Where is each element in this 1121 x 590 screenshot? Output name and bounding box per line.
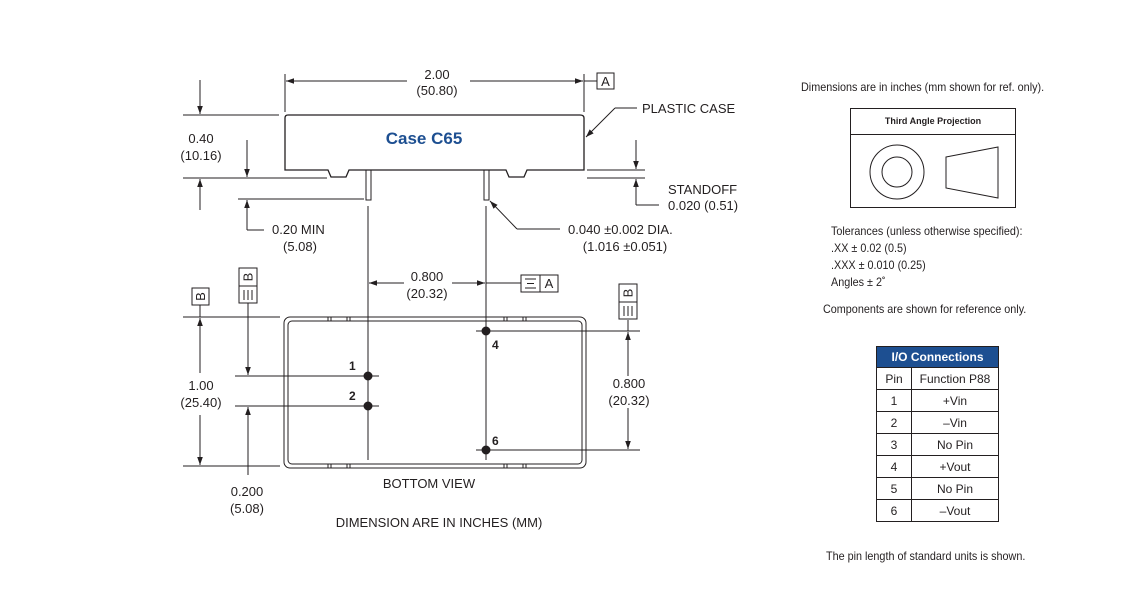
pin-function: No Pin xyxy=(911,433,999,456)
pin-spacing-y-mm: (20.32) xyxy=(608,393,649,408)
standoff-value: 0.020 (0.51) xyxy=(668,198,738,213)
datum-a-box xyxy=(596,72,615,90)
case-outer xyxy=(283,316,587,469)
datum-b-frame-left-label: B xyxy=(241,273,256,282)
table-row: 4+Vout xyxy=(876,455,999,478)
tolerance-angles: Angles ± 2˚ xyxy=(831,275,886,289)
pin-min-mm: (5.08) xyxy=(283,239,317,254)
case-inner xyxy=(287,320,583,465)
pin-dia-mm: (1.016 ±0.051) xyxy=(583,239,667,254)
datum-b-frame-right-label: B xyxy=(621,289,636,298)
pin-function: –Vin xyxy=(911,411,999,434)
pin-1-label: 1 xyxy=(349,359,356,373)
pin-number: 6 xyxy=(876,499,912,522)
pin-function: –Vout xyxy=(911,499,999,522)
pin-function: No Pin xyxy=(911,477,999,500)
io-header-pin: Pin xyxy=(876,367,912,390)
table-row: 6–Vout xyxy=(876,499,999,522)
pin-function: +Vin xyxy=(911,389,999,412)
datum-b-box xyxy=(191,287,210,306)
tolerances-note: Tolerances (unless otherwise specified):… xyxy=(831,223,1022,291)
tolerances-title: Tolerances (unless otherwise specified): xyxy=(831,224,1023,238)
tolerance-xxx: .XXX ± 0.010 (0.25) xyxy=(831,258,926,272)
pin-2-label: 2 xyxy=(349,389,356,403)
case-outline xyxy=(284,114,585,178)
parallel-tolerance-frame-b-right xyxy=(618,283,638,320)
pin-offset-mm: (5.08) xyxy=(230,501,264,516)
position-tolerance-frame-a xyxy=(520,274,559,293)
pin-number: 4 xyxy=(876,455,912,478)
projection-title: Third Angle Projection xyxy=(851,109,1015,135)
datum-a-frame-label: A xyxy=(545,276,554,291)
height-mm: (10.16) xyxy=(180,148,221,163)
units-caption: DIMENSION ARE IN INCHES (MM) xyxy=(336,515,543,530)
pin-dia-in: 0.040 ±0.002 DIA. xyxy=(568,222,673,237)
pin-number: 1 xyxy=(876,389,912,412)
case-title: Case C65 xyxy=(386,129,463,148)
standoff-label: STANDOFF xyxy=(668,182,737,197)
pin-4-label: 4 xyxy=(492,338,499,352)
pin-right xyxy=(483,169,490,201)
pin-min-in: 0.20 MIN xyxy=(272,222,325,237)
parallel-tolerance-frame-b-left xyxy=(238,267,258,304)
pin-number: 3 xyxy=(876,433,912,456)
pin-left xyxy=(365,169,372,201)
pin-spacing-x-mm: (20.32) xyxy=(406,286,447,301)
height-in: 0.40 xyxy=(188,131,213,146)
pin-number: 5 xyxy=(876,477,912,500)
pin-offset-in: 0.200 xyxy=(231,484,264,499)
plastic-case-label: PLASTIC CASE xyxy=(642,101,736,116)
pin-spacing-x-in: 0.800 xyxy=(411,269,444,284)
io-connections-table: I/O Connections Pin Function P88 1+Vin 2… xyxy=(876,346,999,522)
pin-spacing-y-in: 0.800 xyxy=(613,376,646,391)
bottom-view-label: BOTTOM VIEW xyxy=(383,476,476,491)
datum-b-label: B xyxy=(193,292,208,301)
pin-function: +Vout xyxy=(911,455,999,478)
side-view xyxy=(183,72,659,231)
components-note: Components are shown for reference only. xyxy=(823,302,1027,316)
pin-6-label: 6 xyxy=(492,434,499,448)
width-in: 1.00 xyxy=(188,378,213,393)
length-in: 2.00 xyxy=(424,67,449,82)
io-table-title: I/O Connections xyxy=(876,346,999,368)
table-row: 1+Vin xyxy=(876,389,999,412)
dimensions-note: Dimensions are in inches (mm shown for r… xyxy=(801,80,1045,94)
tolerance-xx: .XX ± 0.02 (0.5) xyxy=(831,241,907,255)
pin-length-note: The pin length of standard units is show… xyxy=(826,549,1026,563)
length-mm: (50.80) xyxy=(416,83,457,98)
table-row: 2–Vin xyxy=(876,411,999,434)
bottom-view xyxy=(183,267,640,475)
third-angle-projection-box: Third Angle Projection xyxy=(850,108,1016,208)
width-mm: (25.40) xyxy=(180,395,221,410)
pin-number: 2 xyxy=(876,411,912,434)
io-header-function: Function P88 xyxy=(911,367,999,390)
datum-a-label: A xyxy=(601,74,610,89)
projection-symbol-icon xyxy=(869,144,999,200)
